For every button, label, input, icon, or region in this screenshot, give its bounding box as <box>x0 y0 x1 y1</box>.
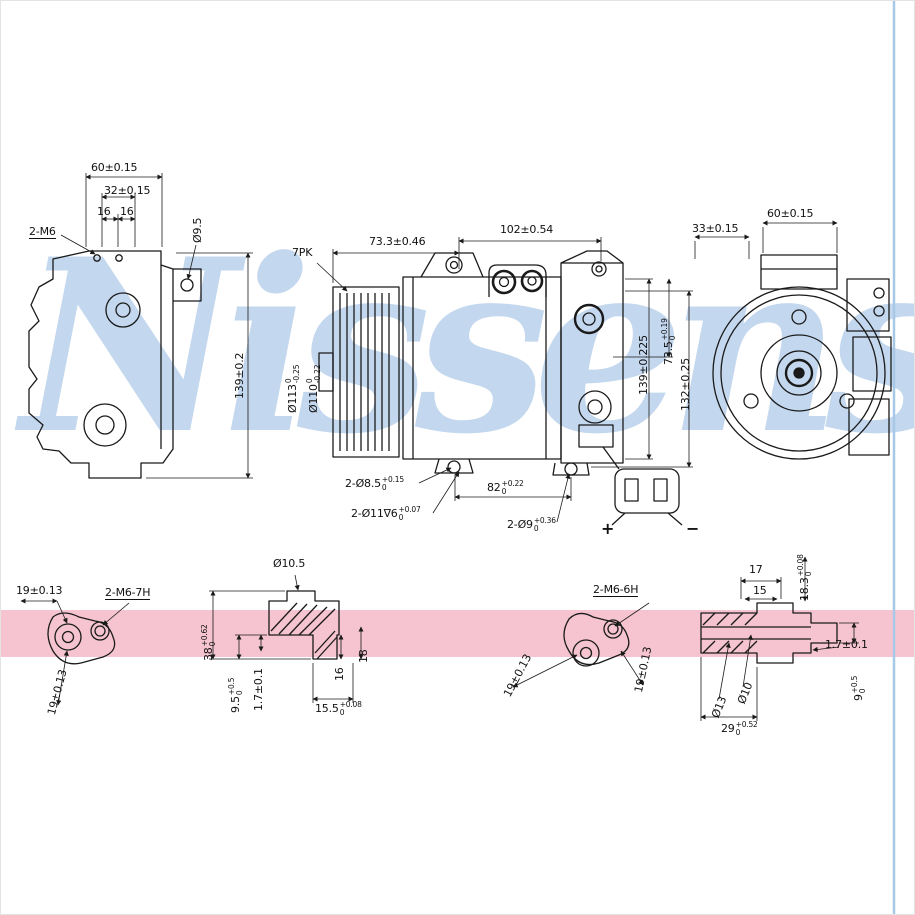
pulley-hub <box>318 352 334 392</box>
side-bracket-mid <box>852 336 892 392</box>
hole-9-5 <box>180 278 194 292</box>
bolt-hole <box>791 309 807 325</box>
top-mount-plate <box>760 254 838 290</box>
connector-detail <box>602 446 683 526</box>
bolt-hole <box>839 393 855 409</box>
suction-port <box>491 269 517 295</box>
bolt-hole <box>743 393 759 409</box>
m6-tapped-hole <box>94 625 106 637</box>
dimension-lines <box>20 173 859 721</box>
discharge-port <box>520 269 544 293</box>
side-bracket-upper <box>846 278 890 332</box>
mount-boss-detail-right <box>563 612 630 667</box>
connector-pin-minus <box>653 478 668 502</box>
port-block <box>488 264 547 297</box>
m6-hole <box>115 254 123 262</box>
connector-pin-plus <box>624 478 639 502</box>
port-fitting-section <box>700 602 838 664</box>
m6-tapped-hole <box>61 630 75 644</box>
mount-boss-detail-left <box>47 612 116 665</box>
rear-head <box>560 262 624 464</box>
highlight-band <box>1 610 914 657</box>
m6-tapped-hole <box>607 623 619 635</box>
compressor-front-view <box>318 250 624 476</box>
control-valve <box>578 390 612 424</box>
connector-body <box>614 468 680 514</box>
mount-hole <box>591 261 607 277</box>
compressor-side-view <box>28 250 202 479</box>
mount-lug-right <box>552 462 590 476</box>
compressor-rear-view <box>712 254 892 460</box>
part-outlines <box>28 250 892 667</box>
side-bracket-lower <box>848 398 890 456</box>
compressor-body <box>402 276 562 460</box>
rear-fitting <box>573 303 605 335</box>
pulley-outer <box>712 286 886 460</box>
m6-hole <box>93 254 101 262</box>
shaft-hub <box>784 358 814 388</box>
m6-tapped-hole <box>579 646 593 660</box>
boss-cross-section <box>268 590 340 660</box>
